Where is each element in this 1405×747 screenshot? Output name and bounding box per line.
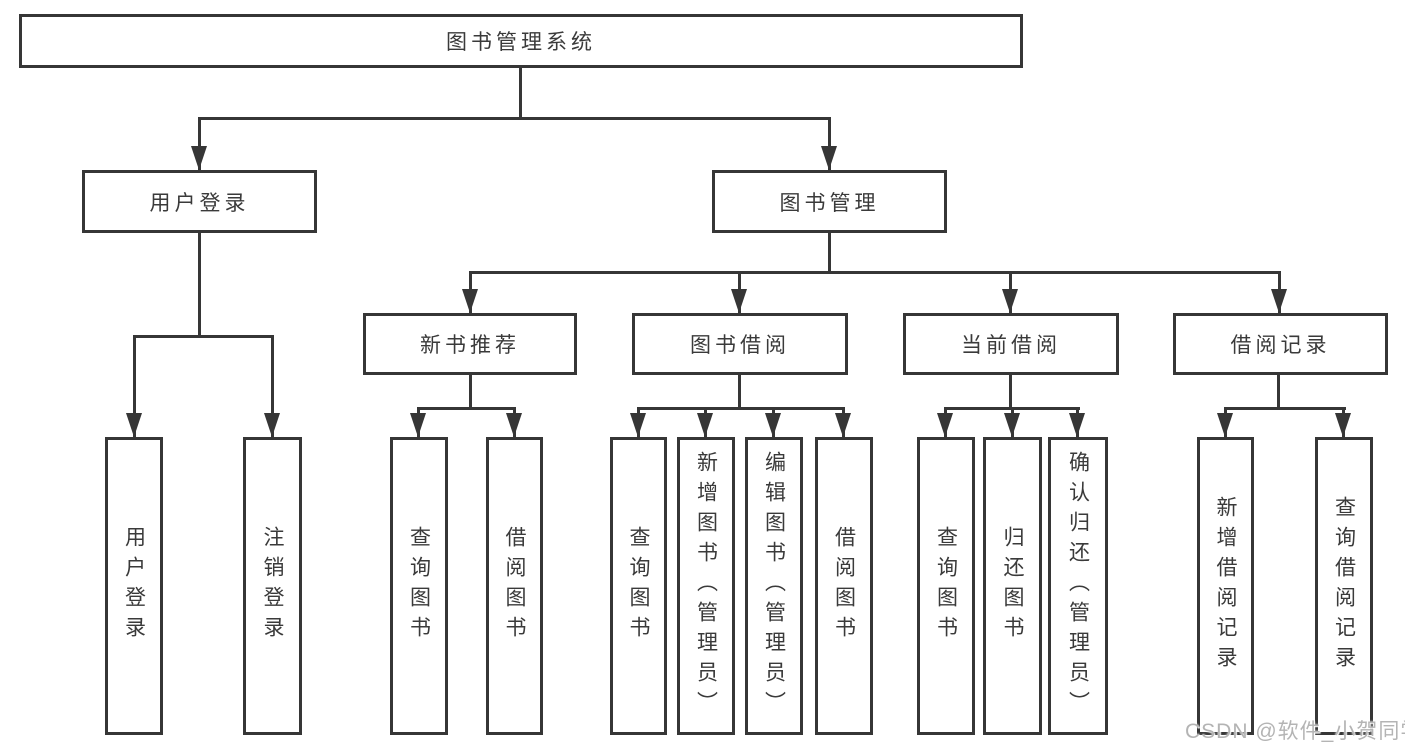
connector-root-stem (519, 68, 522, 117)
arrow-down-icon (410, 413, 426, 437)
node-label: 图书借阅 (690, 334, 790, 357)
connector-new-book-stem (469, 373, 472, 407)
arrow-down-icon (264, 413, 280, 437)
leaf-label: 查询图书 (934, 526, 958, 646)
arrow-down-icon (937, 413, 953, 437)
node-user-login: 用户登录 (82, 170, 317, 233)
leaf-query-book-3: 查询图书 (917, 437, 975, 735)
leaf-add-borrow-record: 新增借阅记录 (1197, 437, 1254, 735)
leaf-label: 借阅图书 (832, 526, 856, 646)
arrow-down-icon (462, 289, 478, 313)
connector-stub (133, 335, 136, 437)
node-label: 当前借阅 (961, 334, 1061, 357)
node-label: 图书管理 (779, 191, 880, 215)
leaf-label: 新增图书（管理员） (694, 451, 718, 721)
arrow-down-icon (1069, 413, 1085, 437)
leaf-confirm-return-admin: 确认归还（管理员） (1048, 437, 1108, 735)
node-book-borrow: 图书借阅 (632, 313, 848, 375)
connector-new-book-rail (417, 407, 516, 410)
leaf-label: 新增借阅记录 (1214, 496, 1237, 676)
connector-stub (198, 117, 201, 170)
node-borrow-record: 借阅记录 (1173, 313, 1388, 375)
arrow-down-icon (630, 413, 646, 437)
leaf-borrow-book-1: 借阅图书 (486, 437, 543, 735)
leaf-add-book-admin: 新增图书（管理员） (677, 437, 735, 735)
connector-stub (271, 335, 274, 437)
leaf-query-borrow-record: 查询借阅记录 (1315, 437, 1373, 735)
arrow-down-icon (506, 413, 522, 437)
leaf-label: 编辑图书（管理员） (762, 451, 786, 721)
arrow-down-icon (1004, 413, 1020, 437)
leaf-label: 用户登录 (122, 526, 146, 646)
arrow-down-icon (765, 413, 781, 437)
leaf-edit-book-admin: 编辑图书（管理员） (745, 437, 803, 735)
leaf-label: 借阅图书 (503, 526, 526, 646)
leaf-label: 查询图书 (627, 526, 650, 646)
node-library-system: 图书管理系统 (19, 14, 1023, 68)
leaf-label: 确认归还（管理员） (1066, 451, 1090, 721)
arrow-down-icon (697, 413, 713, 437)
arrow-down-icon (1217, 413, 1233, 437)
leaf-query-book-2: 查询图书 (610, 437, 667, 735)
watermark: CSDN @软件_小贺同学 (1185, 720, 1405, 743)
leaf-user-login: 用户登录 (105, 437, 163, 735)
arrow-down-icon (1271, 289, 1287, 313)
node-label: 新书推荐 (420, 334, 520, 357)
connector-book-borrow-stem (738, 373, 741, 407)
connector-root-rail (198, 117, 831, 120)
leaf-borrow-book-2: 借阅图书 (815, 437, 873, 735)
connector-borrow-record-stem (1277, 373, 1280, 407)
arrow-down-icon (126, 413, 142, 437)
arrow-down-icon (1002, 289, 1018, 313)
leaf-return-book: 归还图书 (983, 437, 1042, 735)
arrow-down-icon (191, 146, 207, 170)
connector-book-mgmt-rail (469, 271, 1281, 274)
node-current-borrow: 当前借阅 (903, 313, 1119, 375)
node-book-management: 图书管理 (712, 170, 947, 233)
connector-user-login-rail (133, 335, 274, 338)
leaf-label: 归还图书 (1001, 526, 1024, 646)
connector-stub (828, 117, 831, 170)
node-label: 借阅记录 (1230, 334, 1331, 357)
node-label: 图书管理系统 (446, 31, 596, 54)
leaf-logout: 注销登录 (243, 437, 302, 735)
connector-user-login-stem (198, 233, 201, 335)
arrow-down-icon (731, 289, 747, 313)
leaf-query-book-1: 查询图书 (390, 437, 448, 735)
node-label: 用户登录 (149, 191, 250, 215)
arrow-down-icon (1335, 413, 1351, 437)
arrow-down-icon (821, 146, 837, 170)
leaf-label: 注销登录 (261, 526, 284, 646)
connector-book-mgmt-stem (828, 233, 831, 271)
node-new-book-recommend: 新书推荐 (363, 313, 577, 375)
connector-borrow-record-rail (1224, 407, 1346, 410)
leaf-label: 查询借阅记录 (1332, 496, 1356, 676)
connector-current-borrow-stem (1009, 373, 1012, 407)
connector-book-borrow-rail (637, 407, 845, 410)
arrow-down-icon (835, 413, 851, 437)
leaf-label: 查询图书 (407, 526, 431, 646)
